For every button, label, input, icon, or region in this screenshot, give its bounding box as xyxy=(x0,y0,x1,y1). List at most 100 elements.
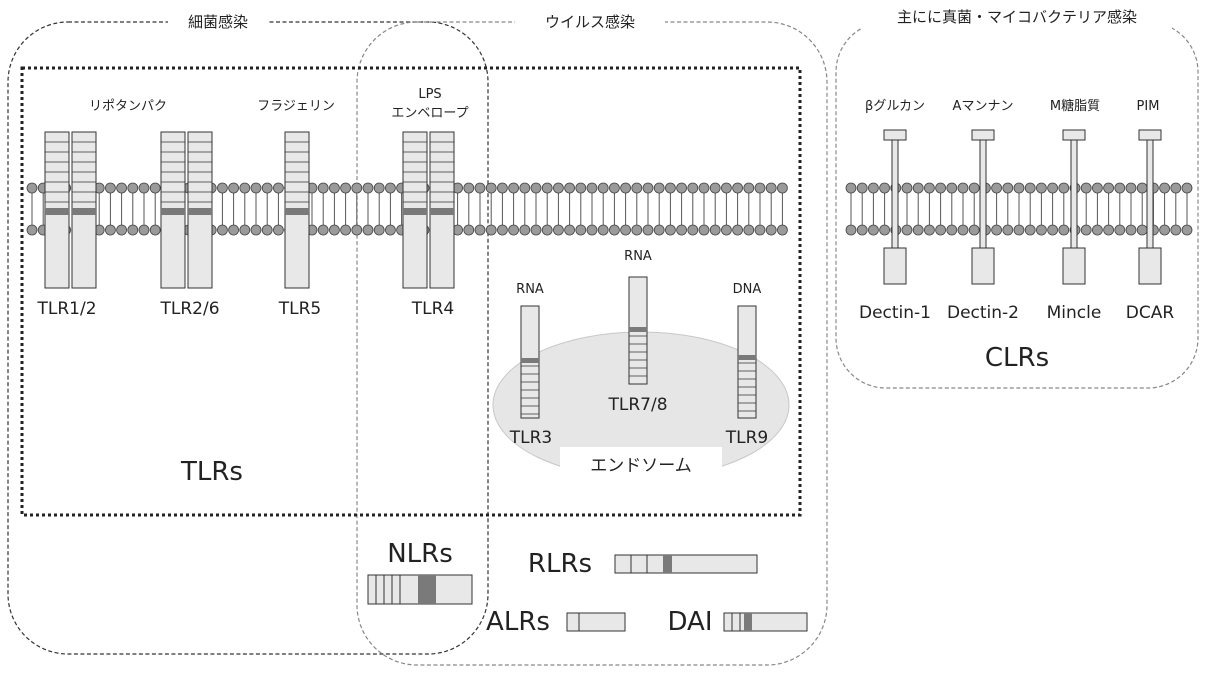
lipid-head xyxy=(936,225,946,235)
endosome-label: エンドソーム xyxy=(590,456,692,476)
lipid-head xyxy=(598,225,608,235)
ligand-rna-tlr3: RNA xyxy=(516,282,544,297)
ligand-m-glycolipid: M糖脂質 xyxy=(1050,98,1100,114)
lipid-head xyxy=(598,183,608,193)
label-dcar: DCAR xyxy=(1126,303,1175,323)
lipid-head xyxy=(868,225,878,235)
lipid-head xyxy=(710,183,720,193)
lipid-head xyxy=(240,225,250,235)
lipid-head xyxy=(1182,225,1192,235)
lipid-head xyxy=(139,183,149,193)
lipid-head xyxy=(385,183,395,193)
lipid-head xyxy=(755,183,765,193)
lipid-head xyxy=(117,225,127,235)
lipid-head xyxy=(1036,225,1046,235)
label-dectin-2: Dectin-2 xyxy=(947,303,1019,323)
clr-stem xyxy=(1147,140,1153,248)
lipid-head xyxy=(352,183,362,193)
lipid-head xyxy=(565,225,575,235)
lipid-head xyxy=(755,225,765,235)
clrs-group-label: CLRs xyxy=(985,343,1049,373)
transmembrane-band xyxy=(403,208,427,215)
lipid-head xyxy=(475,183,485,193)
lipid-head xyxy=(721,183,731,193)
lipid-head xyxy=(1025,183,1035,193)
lipid-head xyxy=(880,183,890,193)
ligand-lps: LPS xyxy=(418,87,441,102)
clr-crd-domain xyxy=(1139,130,1161,140)
lipid-head xyxy=(251,183,261,193)
lipid-head xyxy=(969,183,979,193)
lipid-head xyxy=(1003,225,1013,235)
lipid-head xyxy=(542,225,552,235)
clr-crd-domain xyxy=(884,130,906,140)
lipid-head xyxy=(229,183,239,193)
lipid-head xyxy=(576,183,586,193)
clr-stem xyxy=(1071,140,1077,248)
lipid-head xyxy=(576,225,586,235)
lipid-head xyxy=(609,225,619,235)
lipid-head xyxy=(958,183,968,193)
lipid-head xyxy=(105,183,115,193)
lipid-head xyxy=(385,225,395,235)
lipid-head xyxy=(497,225,507,235)
lipid-head xyxy=(699,183,709,193)
transmembrane-band xyxy=(521,358,539,363)
lipid-head xyxy=(654,225,664,235)
label-tlr3: TLR3 xyxy=(509,428,552,448)
lipid-head xyxy=(262,225,272,235)
lipid-head xyxy=(913,183,923,193)
lipid-head xyxy=(509,225,519,235)
lipid-head xyxy=(677,225,687,235)
domain-dark-segment xyxy=(663,555,672,573)
ligand-beta-glucan: βグルカン xyxy=(865,99,925,114)
endosomal-tlr-chain xyxy=(738,306,756,418)
lipid-head xyxy=(262,183,272,193)
label-tlr4: TLR4 xyxy=(411,299,454,319)
label-tlr2-6: TLR2/6 xyxy=(159,299,219,319)
lipid-head xyxy=(766,225,776,235)
lipid-head xyxy=(352,225,362,235)
lipid-head xyxy=(240,183,250,193)
rlrs-label: RLRs xyxy=(528,549,592,579)
label-tlr9: TLR9 xyxy=(725,428,768,448)
lipid-head xyxy=(902,183,912,193)
clr-cytoplasmic-domain xyxy=(1139,248,1161,284)
lipid-head xyxy=(924,183,934,193)
transmembrane-band xyxy=(629,327,647,332)
lipid-head xyxy=(721,225,731,235)
lipid-head xyxy=(273,225,283,235)
lipid-head xyxy=(654,183,664,193)
ligand-lipoprotein: リポタンパク xyxy=(89,99,167,114)
lipid-head xyxy=(251,225,261,235)
lipid-head xyxy=(520,183,530,193)
lipid-head xyxy=(531,225,541,235)
lipid-head xyxy=(699,225,709,235)
lipid-head xyxy=(857,183,867,193)
lipid-head xyxy=(665,183,675,193)
lipid-head xyxy=(217,183,227,193)
lipid-head xyxy=(1059,225,1069,235)
lipid-head xyxy=(128,225,138,235)
lipid-head xyxy=(958,225,968,235)
lipid-head xyxy=(1014,225,1024,235)
lipid-head xyxy=(318,225,328,235)
clr-stem xyxy=(980,140,986,248)
lipid-head xyxy=(777,225,787,235)
lipid-head xyxy=(475,225,485,235)
lipid-head xyxy=(464,225,474,235)
lipid-head xyxy=(1014,183,1024,193)
lipid-head xyxy=(1059,183,1069,193)
lipid-head xyxy=(1160,183,1170,193)
lipid-head xyxy=(621,225,631,235)
transmembrane-band xyxy=(430,208,454,215)
nlrs-label: NLRs xyxy=(387,539,453,569)
lipid-head xyxy=(744,183,754,193)
lipid-head xyxy=(1126,183,1136,193)
lipid-head xyxy=(1003,183,1013,193)
ligand-rna-tlr78: RNA xyxy=(624,249,652,264)
lipid-head xyxy=(902,225,912,235)
lipid-head xyxy=(117,183,127,193)
lipid-head xyxy=(846,183,856,193)
